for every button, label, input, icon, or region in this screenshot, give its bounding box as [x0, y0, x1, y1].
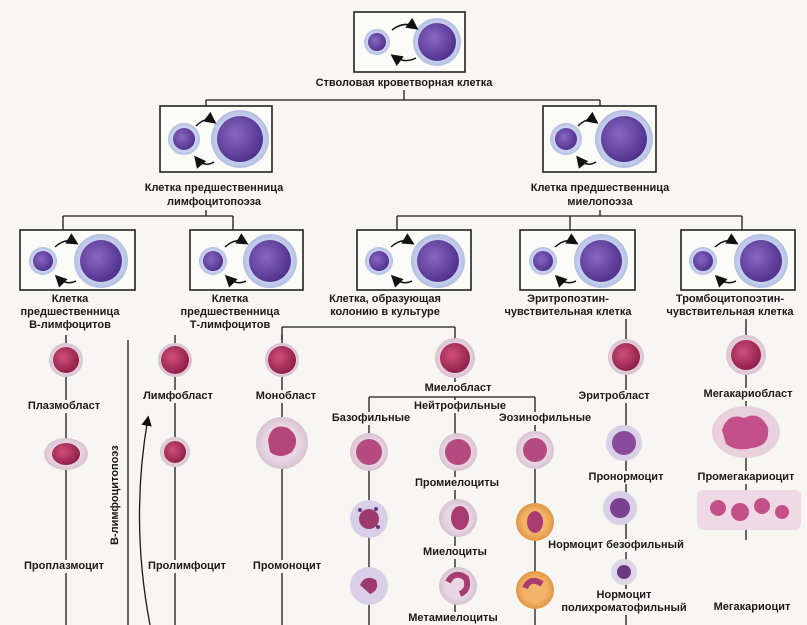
t-precursor-line-2: предшественница	[180, 306, 280, 318]
proplasmocyte-cell	[44, 438, 88, 470]
lymph-progenitor-line-2: лимфоцитопоэза	[166, 196, 262, 208]
erythro-line-2: чувствительная клетка	[504, 306, 632, 318]
lymph-progenitor-frame	[159, 105, 273, 173]
prolymphocyte-cell	[160, 437, 190, 467]
b-precursor-frame	[19, 229, 136, 291]
plasmoblast-cell	[49, 343, 83, 377]
megakaryoblast-cell	[726, 335, 766, 375]
thrombo-label: Тромбоцитопоэтин- чувствительная клетка	[665, 293, 795, 319]
b-precursor-line-2: предшественница	[20, 306, 120, 318]
basophil-promyelocyte	[350, 433, 388, 471]
stem-cell-frame	[353, 11, 466, 73]
normocyte-poly-line-2: полихроматофильный	[561, 602, 687, 614]
monoblast-label: Монобласт	[254, 390, 318, 403]
lineage-cells	[44, 335, 801, 609]
proplasmocyte-label: Проплазмоцит	[22, 560, 106, 573]
eosino-promyelocyte	[516, 431, 554, 469]
megakaryocyte-label: Мегакариоцит	[712, 601, 792, 614]
myelo-progenitor-label: Клетка предшественница миелопоэза	[529, 181, 671, 209]
lymph-progenitor-line-1: Клетка предшественница	[144, 182, 284, 194]
neutro-myelocyte	[439, 499, 477, 537]
lymphoblast-label: Лимфобласт	[142, 390, 214, 403]
b-precursor-line-3: В-лимфоцитов	[29, 319, 111, 331]
megakaryocyte-cell	[697, 490, 801, 530]
erythro-line-1: Эритропоэтин-	[527, 293, 609, 305]
lymph-progenitor-label: Клетка предшественница лимфоцитопоэза	[143, 181, 285, 209]
neutro-promyelocyte	[439, 433, 477, 471]
promegakaryocyte-cell	[712, 406, 780, 458]
promonocyte-cell	[256, 417, 308, 469]
pronormocyte-label: Пронормоцит	[587, 471, 665, 484]
myeloblast-cell	[435, 338, 475, 378]
cfu-frame	[356, 229, 472, 291]
promyelocytes-label: Промиелоциты	[413, 477, 501, 490]
neutrophilic-label: Нейтрофильные	[413, 400, 507, 413]
eosino-myelocyte	[516, 503, 554, 541]
erythro-frame	[519, 229, 636, 291]
t-precursor-line-1: Клетка	[211, 293, 249, 305]
cfu-line-2: колонию в культуре	[330, 306, 440, 318]
eosinophilic-label: Эозинофильные	[497, 412, 593, 425]
plasmoblast-label: Плазмобласт	[26, 400, 102, 413]
myeloblast-label: Миелобласт	[423, 382, 493, 395]
metamyelocytes-label: Метамиелоциты	[407, 612, 499, 625]
normocyte-poly-line-1: Нормоцит	[596, 589, 652, 601]
stem-cell-label: Стволовая кроветворная клетка	[314, 77, 494, 90]
erythro-label: Эритропоэтин- чувствительная клетка	[503, 293, 633, 319]
t-precursor-frame	[189, 229, 304, 291]
myelo-progenitor-line-1: Клетка предшественница	[530, 182, 670, 194]
b-precursor-label: Клетка предшественница В-лимфоцитов	[19, 293, 121, 332]
promegakaryocyte-label: Промегакариоцит	[696, 471, 796, 484]
megakaryoblast-label: Мегакариобласт	[702, 388, 794, 401]
b-precursor-line-1: Клетка	[51, 293, 89, 305]
cfu-label: Клетка, образующая колонию в культуре	[328, 293, 442, 319]
normocyte-poly-label: Нормоцит полихроматофильный	[560, 589, 688, 615]
cfu-line-1: Клетка, образующая	[329, 293, 441, 305]
normocyte-poly-cell	[611, 559, 637, 585]
pronormocyte-cell	[606, 425, 642, 461]
basophil-metamyelocyte	[350, 567, 388, 605]
thrombo-frame	[680, 229, 796, 291]
basophilic-label: Базофильные	[330, 412, 412, 425]
erythroblast-cell	[608, 339, 644, 375]
erythroblast-label: Эритробласт	[577, 390, 651, 403]
b-lymphopoiesis-label: В-лимфоцитопоэз	[109, 445, 121, 545]
lymphoblast-cell	[158, 343, 192, 377]
t-precursor-label: Клетка предшественница Т-лимфоцитов	[179, 293, 281, 332]
basophil-myelocyte	[350, 500, 388, 538]
promonocyte-label: Промоноцит	[251, 560, 323, 573]
monoblast-cell	[265, 343, 299, 377]
thrombo-line-1: Тромбоцитопоэтин-	[675, 293, 785, 305]
neutro-metamyelocyte	[439, 567, 477, 605]
normocyte-baso-cell	[603, 491, 637, 525]
prolymphocyte-label: Пролимфоцит	[147, 560, 227, 573]
eosino-metamyelocyte	[516, 571, 554, 609]
myelo-progenitor-line-2: миелопоэза	[567, 196, 633, 208]
myelo-progenitor-frame	[542, 105, 657, 173]
myelocytes-label: Миелоциты	[422, 546, 488, 559]
t-precursor-line-3: Т-лимфоцитов	[189, 319, 271, 331]
normocyte-baso-label: Нормоцит безофильный	[547, 539, 685, 552]
thrombo-line-2: чувствительная клетка	[666, 306, 794, 318]
